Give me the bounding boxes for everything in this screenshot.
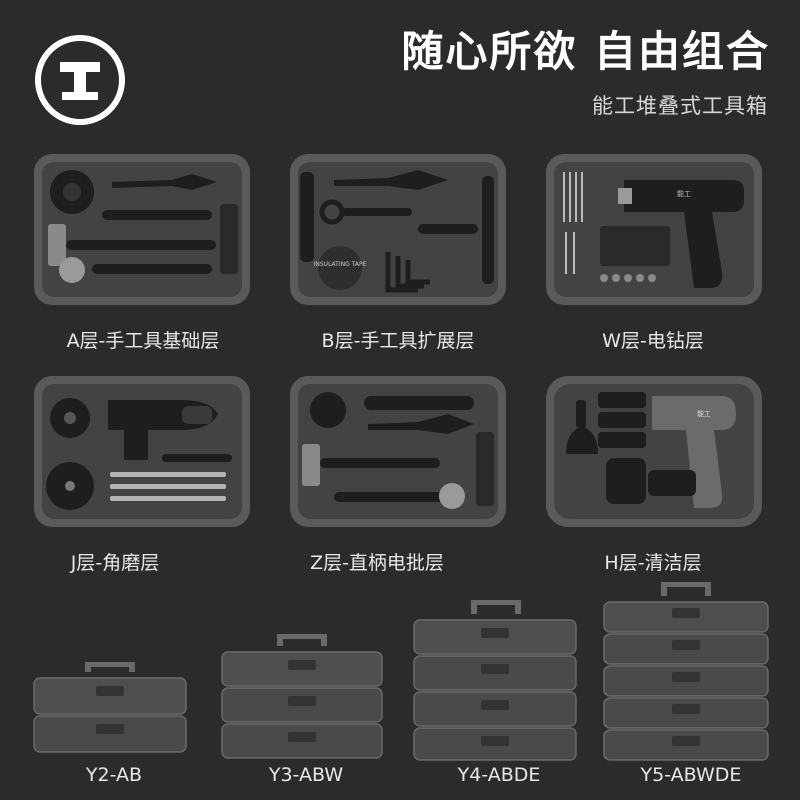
headline: 随心所欲 自由组合 <box>401 27 770 76</box>
electric-screwdriver-icon <box>364 396 474 410</box>
brush-heads-icon <box>566 426 598 454</box>
stack-y2-model: Y2-AB <box>85 764 143 786</box>
tray-h-image: 能工 <box>546 376 762 527</box>
tray-z-label: Z层-直柄电批层 <box>310 552 444 574</box>
tray-b-image: INSULATING TAPE <box>290 154 506 305</box>
wrench-icon <box>92 264 212 274</box>
tray-b-label: B层-手工具扩展层 <box>321 330 475 352</box>
pliers-icon <box>334 170 448 190</box>
cleaning-gun-brand-tag: 能工 <box>697 409 711 418</box>
tray-h: 能工 <box>544 374 764 533</box>
tape-measure-icon <box>310 392 346 428</box>
tray-w: 能工 <box>544 152 764 311</box>
screwdriver-icon <box>102 210 212 220</box>
tray-w-label: W层-电钻层 <box>602 330 704 352</box>
stacked-toolbox-3-icon <box>221 633 383 759</box>
tray-j-image <box>34 376 250 527</box>
hammer-icon <box>302 444 320 486</box>
hex-keys-icon <box>385 252 430 293</box>
bit-set-icon <box>476 432 494 506</box>
stack-y4 <box>410 599 580 766</box>
subheadline: 能工堆叠式工具箱 <box>592 94 768 118</box>
tray-a-label: A层-手工具基础层 <box>66 330 220 352</box>
brand-logo <box>34 34 126 126</box>
screwdriver-icon <box>300 172 314 262</box>
tray-z-image <box>290 376 506 527</box>
stacked-toolbox-5-icon <box>603 581 769 761</box>
tray-j-label: J层-角磨层 <box>70 552 160 574</box>
insulating-tape-icon <box>318 246 362 290</box>
sockets-icon <box>600 274 656 282</box>
tray-a <box>32 152 252 311</box>
wrench-icon <box>334 492 444 502</box>
stack-y4-model: Y4-ABDE <box>457 764 541 786</box>
tray-b: INSULATING TAPE <box>288 152 508 311</box>
stack-y2 <box>30 661 190 766</box>
wrench-icon <box>162 454 232 462</box>
tray-h-label: H层-清洁层 <box>604 552 702 574</box>
tray-j <box>32 374 252 533</box>
stacked-toolbox-4-icon <box>413 599 577 761</box>
i-beam-logo-icon <box>35 35 125 125</box>
stack-y3-model: Y3-ABW <box>268 764 344 786</box>
utility-knife-icon <box>482 176 494 284</box>
files-icon <box>110 472 226 477</box>
tray-a-image <box>34 154 250 305</box>
drill-brand-tag: 能工 <box>677 189 691 198</box>
bit-set-icon <box>220 204 238 274</box>
hammer-icon <box>48 224 66 266</box>
cordless-drill-icon <box>624 180 744 288</box>
tray-w-image: 能工 <box>546 154 762 305</box>
pliers-icon <box>112 174 217 190</box>
insulating-tape-label: INSULATING TAPE <box>314 261 367 268</box>
bit-set-icon <box>600 226 670 266</box>
stacked-toolbox-2-icon <box>33 661 187 753</box>
cleaning-gun-icon <box>652 396 736 508</box>
tray-z <box>288 374 508 533</box>
stack-y5 <box>600 581 772 766</box>
sponges-icon <box>598 392 646 408</box>
stack-y5-model: Y5-ABWDE <box>640 764 742 786</box>
stack-y3 <box>218 633 386 766</box>
drill-bits-icon <box>563 172 583 274</box>
pliers-icon <box>368 414 474 434</box>
